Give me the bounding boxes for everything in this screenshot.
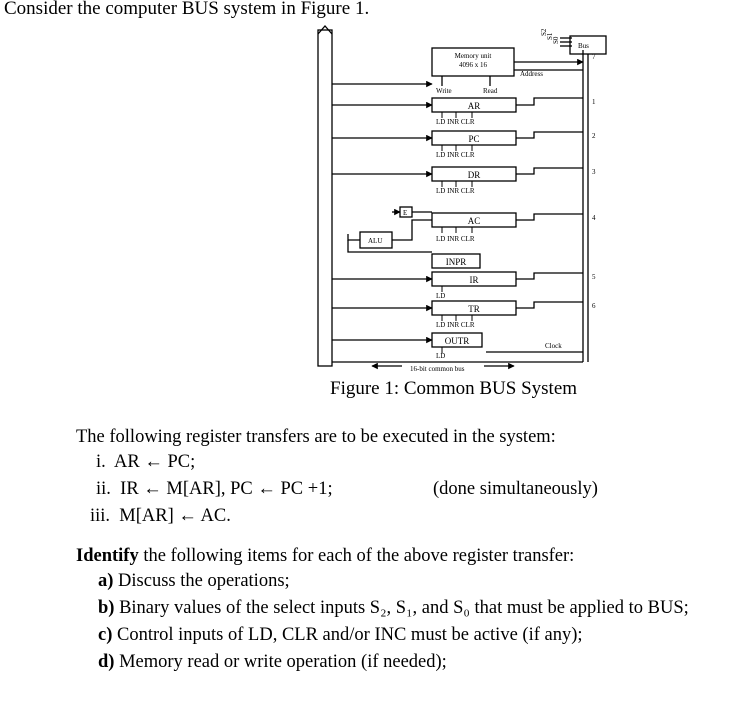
question-label: b): [98, 598, 115, 618]
ir-controls: LD: [436, 292, 445, 300]
identify-line: Identify the following items for each of…: [76, 546, 574, 567]
alu-label: ALU: [368, 237, 382, 245]
transfer-text: M[AR] ← AC.: [119, 506, 231, 526]
bus-num-5: 5: [592, 273, 596, 281]
pc-controls: LD INR CLR: [436, 151, 475, 159]
e-label: E: [403, 209, 407, 217]
question-c: c) Control inputs of LD, CLR and/or INC …: [98, 625, 583, 646]
address-label: Address: [520, 70, 543, 78]
clock-label: Clock: [545, 342, 562, 350]
figure-caption: Figure 1: Common BUS System: [330, 378, 578, 399]
register-inpr: INPR: [446, 257, 467, 267]
transfer-num: i.: [96, 452, 106, 472]
transfer-text: IR ← M[AR], PC ← PC +1;: [120, 479, 333, 499]
bus-label: Bus: [578, 42, 589, 50]
question-label: d): [98, 652, 115, 672]
select-s2: S2: [540, 28, 548, 36]
common-bus-label: 16-bit common bus: [410, 365, 465, 373]
dr-controls: LD INR CLR: [436, 187, 475, 195]
transfer-item-1: i. AR ← PC;: [96, 452, 195, 473]
question-label: a): [98, 571, 114, 591]
register-ar: AR: [468, 101, 481, 111]
question-d: d) Memory read or write operation (if ne…: [98, 652, 447, 673]
outr-controls: LD: [436, 352, 445, 360]
transfer-num: ii.: [96, 479, 111, 499]
question-text: Discuss the operations;: [118, 571, 290, 591]
transfer-item-2: ii. IR ← M[AR], PC ← PC +1;: [96, 479, 333, 500]
transfer-item-3: iii. M[AR] ← AC.: [90, 506, 231, 527]
read-label: Read: [483, 87, 498, 95]
select-s1: S1: [546, 32, 554, 40]
question-b: b) Binary values of the select inputs S₂…: [98, 598, 689, 619]
register-pc: PC: [468, 134, 479, 144]
identify-bold: Identify: [76, 546, 139, 566]
ac-controls: LD INR CLR: [436, 235, 475, 243]
transfer-note: (done simultaneously): [433, 479, 598, 499]
question-label: c): [98, 625, 113, 645]
bus-num-1: 1: [592, 98, 596, 106]
register-tr: TR: [468, 304, 480, 314]
register-ac: AC: [468, 216, 481, 226]
bus-num-2: 2: [592, 132, 596, 140]
bus-num-3: 3: [592, 168, 596, 176]
question-a: a) Discuss the operations;: [98, 571, 290, 592]
memory-title: Memory unit: [455, 52, 492, 60]
transfers-intro: The following register transfers are to …: [76, 427, 556, 447]
select-s0: S0: [552, 36, 560, 44]
tr-controls: LD INR CLR: [436, 321, 475, 329]
question-text: Memory read or write operation (if neede…: [119, 652, 447, 672]
register-outr: OUTR: [445, 336, 470, 346]
transfer-num: iii.: [90, 506, 111, 526]
register-dr: DR: [468, 170, 481, 180]
intro-text: Consider the computer BUS system in Figu…: [4, 0, 370, 19]
write-label: Write: [436, 87, 452, 95]
bus-num-4: 4: [592, 214, 596, 222]
question-text: Binary values of the select inputs S₂, S…: [119, 598, 689, 618]
identify-rest: the following items for each of the abov…: [138, 546, 575, 566]
memory-size: 4096 x 16: [459, 61, 488, 69]
ar-controls: LD INR CLR: [436, 118, 475, 126]
bus-num-6: 6: [592, 302, 596, 310]
register-ir: IR: [470, 275, 479, 285]
transfer-text: AR ← PC;: [114, 452, 196, 472]
bus-system-diagram: Memory unit 4096 x 16 Write Read Address…: [317, 25, 607, 373]
question-text: Control inputs of LD, CLR and/or INC mus…: [117, 625, 583, 645]
bus-num-7: 7: [592, 53, 596, 61]
